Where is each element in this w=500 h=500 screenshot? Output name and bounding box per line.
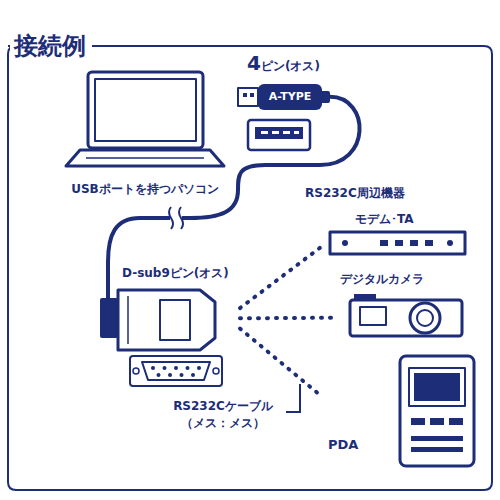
annotation-label: RS232C周辺機器	[305, 185, 405, 202]
device-node: モデム･TA	[325, 208, 475, 258]
rs232c-dotted-link	[240, 316, 335, 321]
node-text: 4ピン(オス)	[247, 54, 320, 75]
node-text: PDA	[328, 436, 358, 454]
rs232c-dotted-link	[240, 329, 320, 395]
node-text: USBポートを持つパソコン	[55, 180, 235, 198]
device-node: デジタルカメラ	[335, 268, 470, 338]
annotation-label: RS232Cケーブル （メス：メス）	[164, 398, 282, 432]
device-node: PDA	[320, 350, 480, 470]
node-text: モデム･TA	[355, 210, 414, 228]
frame	[8, 46, 492, 490]
computer-node: USBポートを持つパソコン	[55, 65, 237, 200]
node-text: D-sub9ピン(オス)	[122, 264, 229, 282]
rs232c-dotted-link	[240, 244, 325, 308]
usb-plug	[238, 84, 330, 110]
node-text: A-TYPE	[258, 84, 322, 110]
laptop-icon	[66, 72, 224, 166]
usb-port-icon	[248, 120, 310, 150]
modem-icon	[330, 232, 465, 254]
dsub-port-icon	[130, 356, 222, 386]
pda-icon	[400, 356, 474, 466]
dsub-node: D-sub9ピン(オス)	[90, 262, 240, 390]
cable-break-mark	[169, 207, 183, 229]
diagram-title: 接続例	[10, 31, 92, 61]
leader-line	[286, 384, 300, 412]
node-text: デジタルカメラ	[340, 270, 424, 288]
camera-icon	[350, 294, 462, 336]
usb-cable	[108, 97, 360, 262]
usb-plug-node: 4ピン(オス) A-TYPE	[235, 56, 330, 153]
